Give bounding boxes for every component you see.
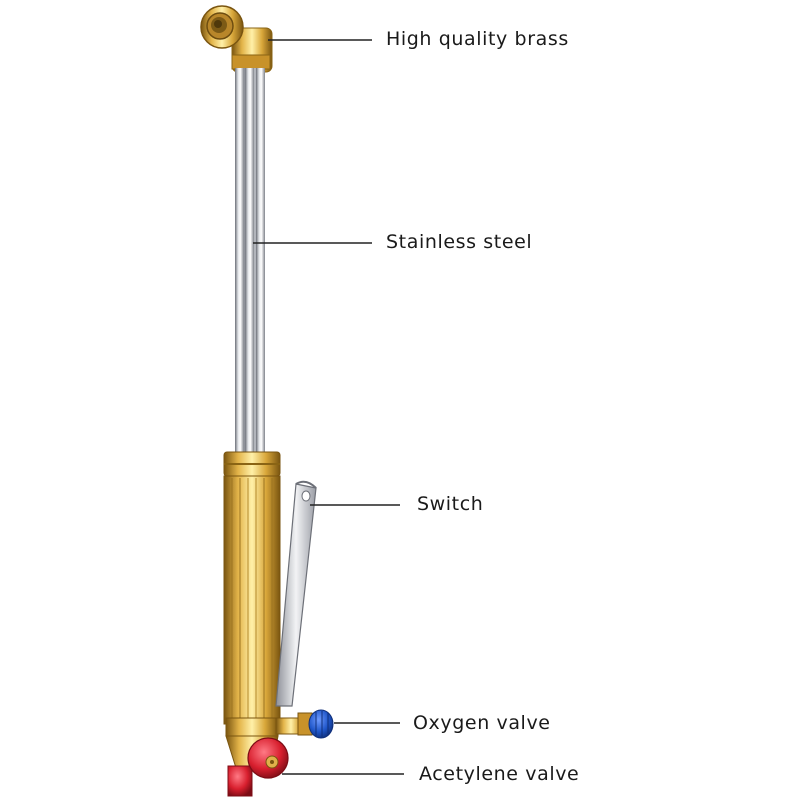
callout-oxygen-valve: Oxygen valve <box>413 712 551 734</box>
callout-high-quality-brass: High quality brass <box>386 28 569 50</box>
switch-lever <box>275 480 317 707</box>
callout-acetylene-valve: Acetylene valve <box>419 763 580 785</box>
callout-switch: Switch <box>417 493 484 515</box>
brass-handle <box>223 451 307 769</box>
acetylene-valve-knob <box>227 737 289 797</box>
leader-lines <box>253 39 404 775</box>
callout-stainless-steel: Stainless steel <box>386 231 533 253</box>
brass-elbow-fitting <box>200 5 273 73</box>
oxygen-valve-knob <box>297 709 334 739</box>
stainless-steel-tubes <box>235 68 265 456</box>
